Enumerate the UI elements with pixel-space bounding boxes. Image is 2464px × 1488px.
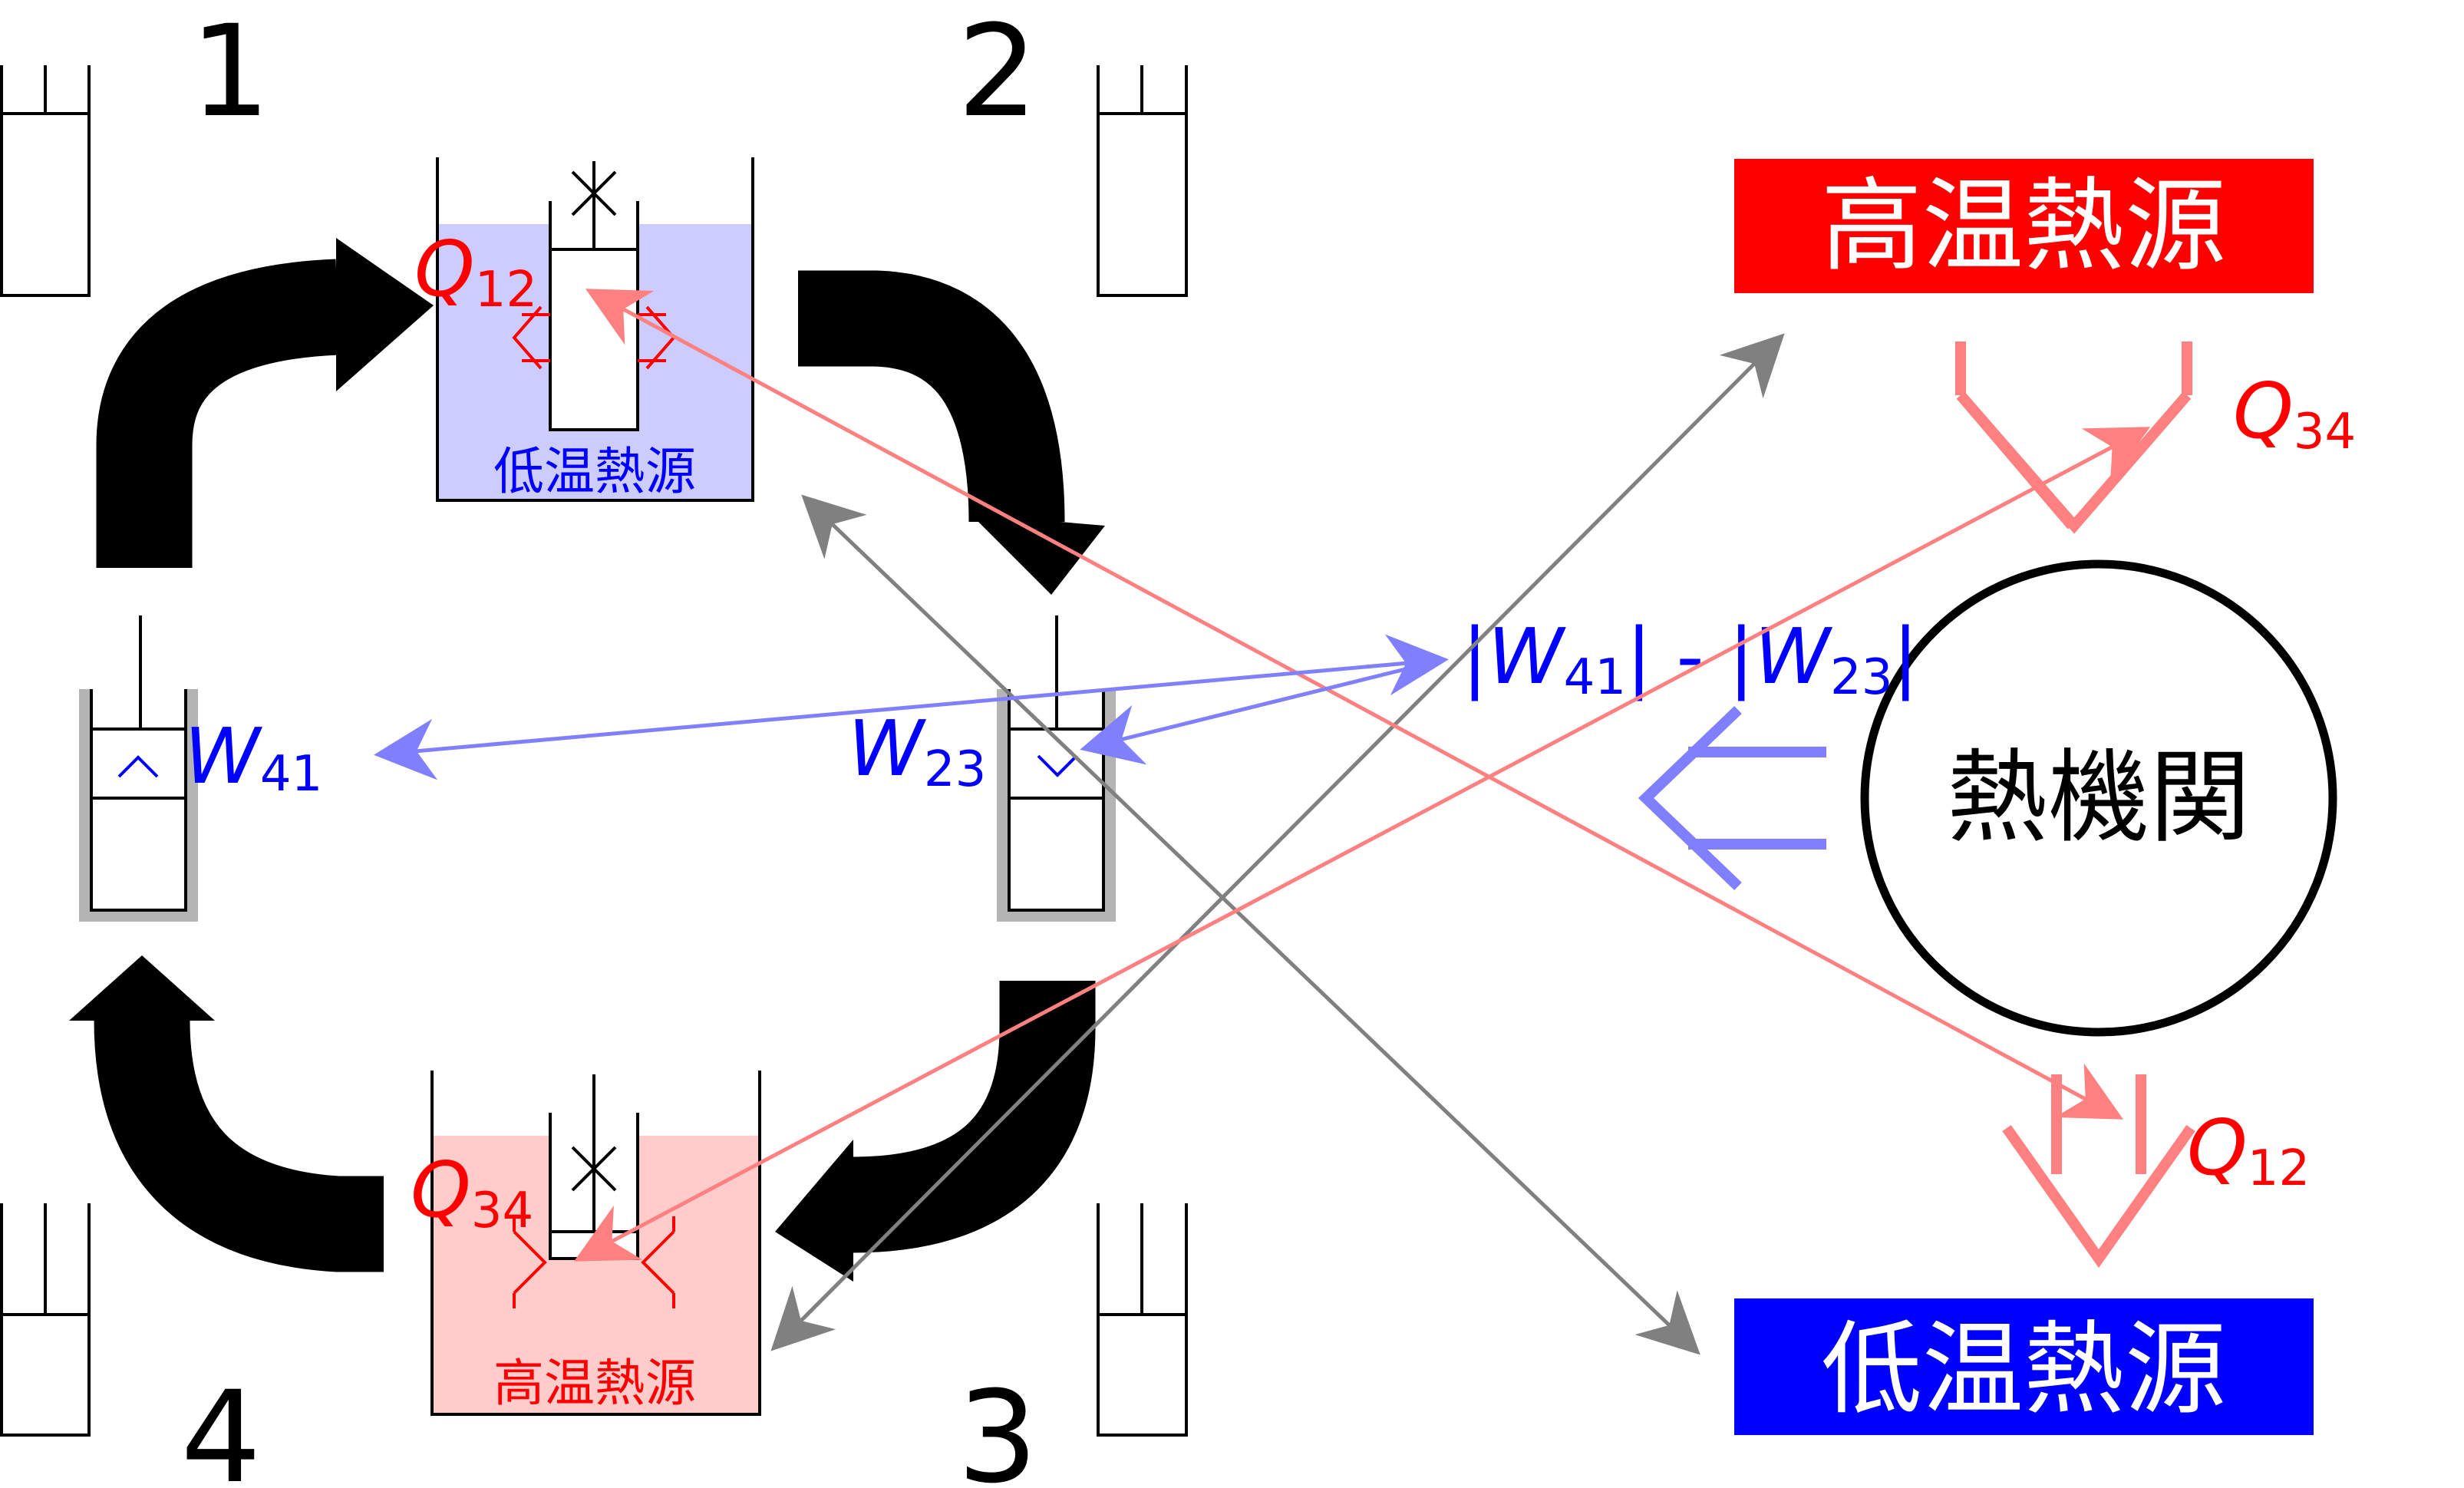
cycle-arrow-4-to-1 — [96, 259, 341, 568]
adiabatic-cylinder-right — [997, 615, 1116, 922]
step-label-1: 1 — [190, 0, 271, 145]
hot-reservoir-bar — [1734, 159, 2314, 293]
cold-reservoir-label: 低温熱源 — [1821, 1311, 2226, 1429]
connector-q34 — [573, 427, 2151, 1262]
hot-bath-label: 高温熱源 — [493, 1354, 696, 1413]
hot-reservoir-label: 高温熱源 — [1821, 167, 2226, 285]
net-work-label: |W41| - |W23| — [1462, 612, 1918, 706]
q34-label-left: Q34 — [411, 1145, 533, 1239]
q34-label-right: Q34 — [2233, 366, 2356, 460]
cold-bath-label: 低温熱源 — [493, 442, 696, 501]
step-label-3: 3 — [958, 1364, 1038, 1484]
cold-bath-lock-x-icon — [571, 170, 617, 216]
heat-out-arrow-icon — [2002, 1074, 2195, 1269]
work-out-arrow-icon — [1638, 705, 1826, 891]
cold-bath: 低温熱源 — [436, 157, 754, 502]
compress-caret-up-icon — [117, 755, 159, 778]
q12-label-left: Q12 — [414, 224, 537, 318]
heat-in-arrow-icon — [1955, 341, 2192, 534]
q12-label-right: Q12 — [2187, 1103, 2310, 1197]
w23-label: W23 — [848, 704, 986, 798]
corner-cylinder-3 — [1097, 1203, 1188, 1437]
cold-reservoir-bar — [1734, 1298, 2314, 1435]
hot-bath: 高温熱源 — [430, 1071, 761, 1416]
connector-w41 — [374, 634, 1449, 780]
insulation-left — [79, 689, 198, 922]
connector-w23 — [1080, 658, 1443, 765]
heat-engine-label: 熱機関 — [1947, 739, 2251, 857]
cycle-arrow-2-to-3-head — [775, 1140, 853, 1282]
step-label-2: 2 — [958, 0, 1038, 145]
cycle-arrow-3-to-4-head — [69, 955, 215, 1021]
cycle-arrow-3-to-4 — [94, 1019, 384, 1272]
step-label-4: 4 — [181, 1364, 262, 1484]
corner-cylinder-1 — [0, 65, 91, 297]
w41-label: W41 — [184, 711, 322, 803]
cycle-arrow-1-to-2-head — [971, 514, 1105, 595]
adiabatic-cylinder-left — [79, 615, 198, 922]
corner-cylinder-4 — [0, 1203, 91, 1437]
cycle-arrow-4-to-1-head — [336, 238, 434, 391]
expand-caret-down-icon — [1037, 754, 1078, 777]
corner-cylinder-2 — [1097, 65, 1188, 297]
connector-arrows — [374, 289, 2151, 1355]
connector-hot-bath-to-hot-reservoir — [770, 333, 1785, 1351]
